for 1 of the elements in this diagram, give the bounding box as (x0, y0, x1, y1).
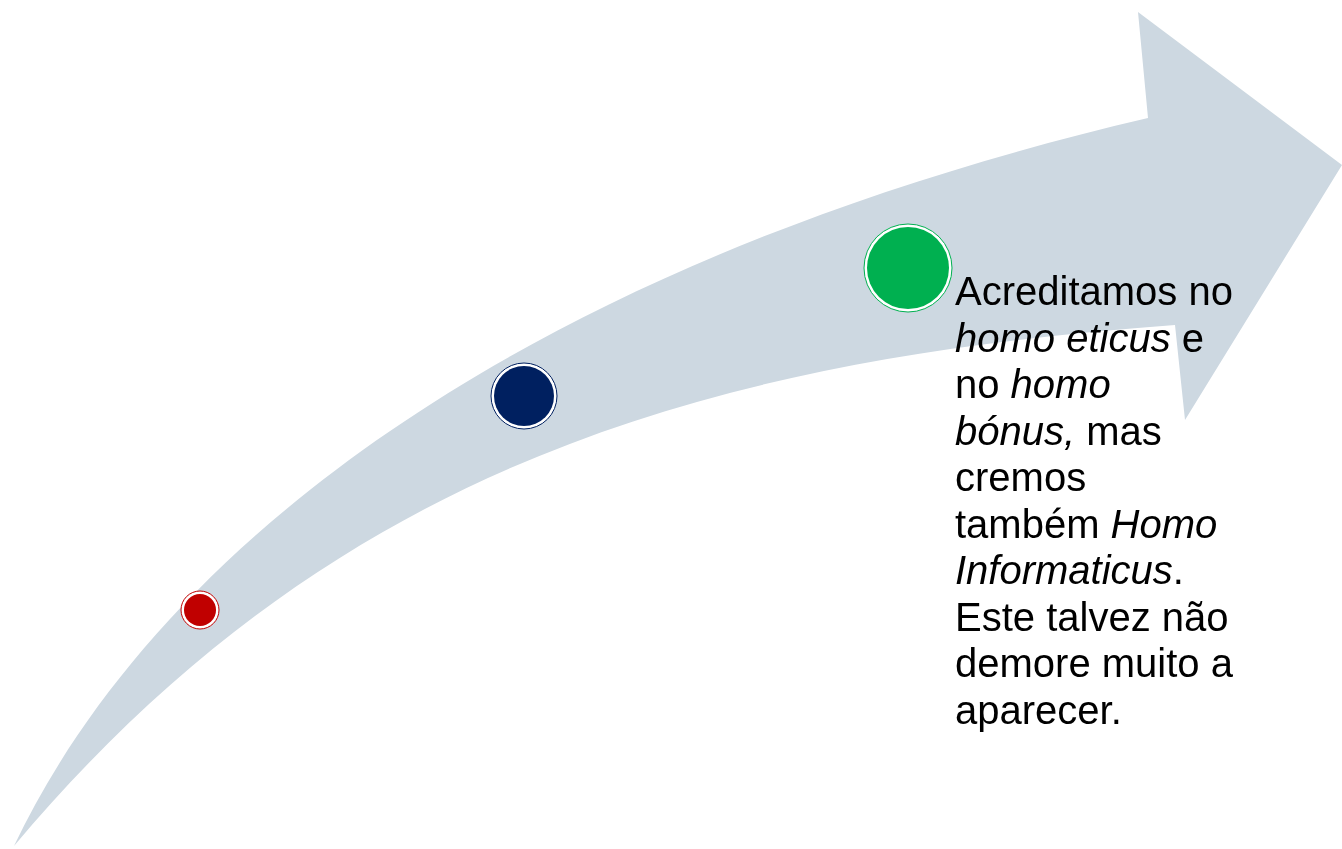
body-text: Acreditamos no homo eticus e no homo bónus, mas cremos também Homo Informaticus. Este talvez não demore muito a aparecer. (955, 268, 1234, 733)
